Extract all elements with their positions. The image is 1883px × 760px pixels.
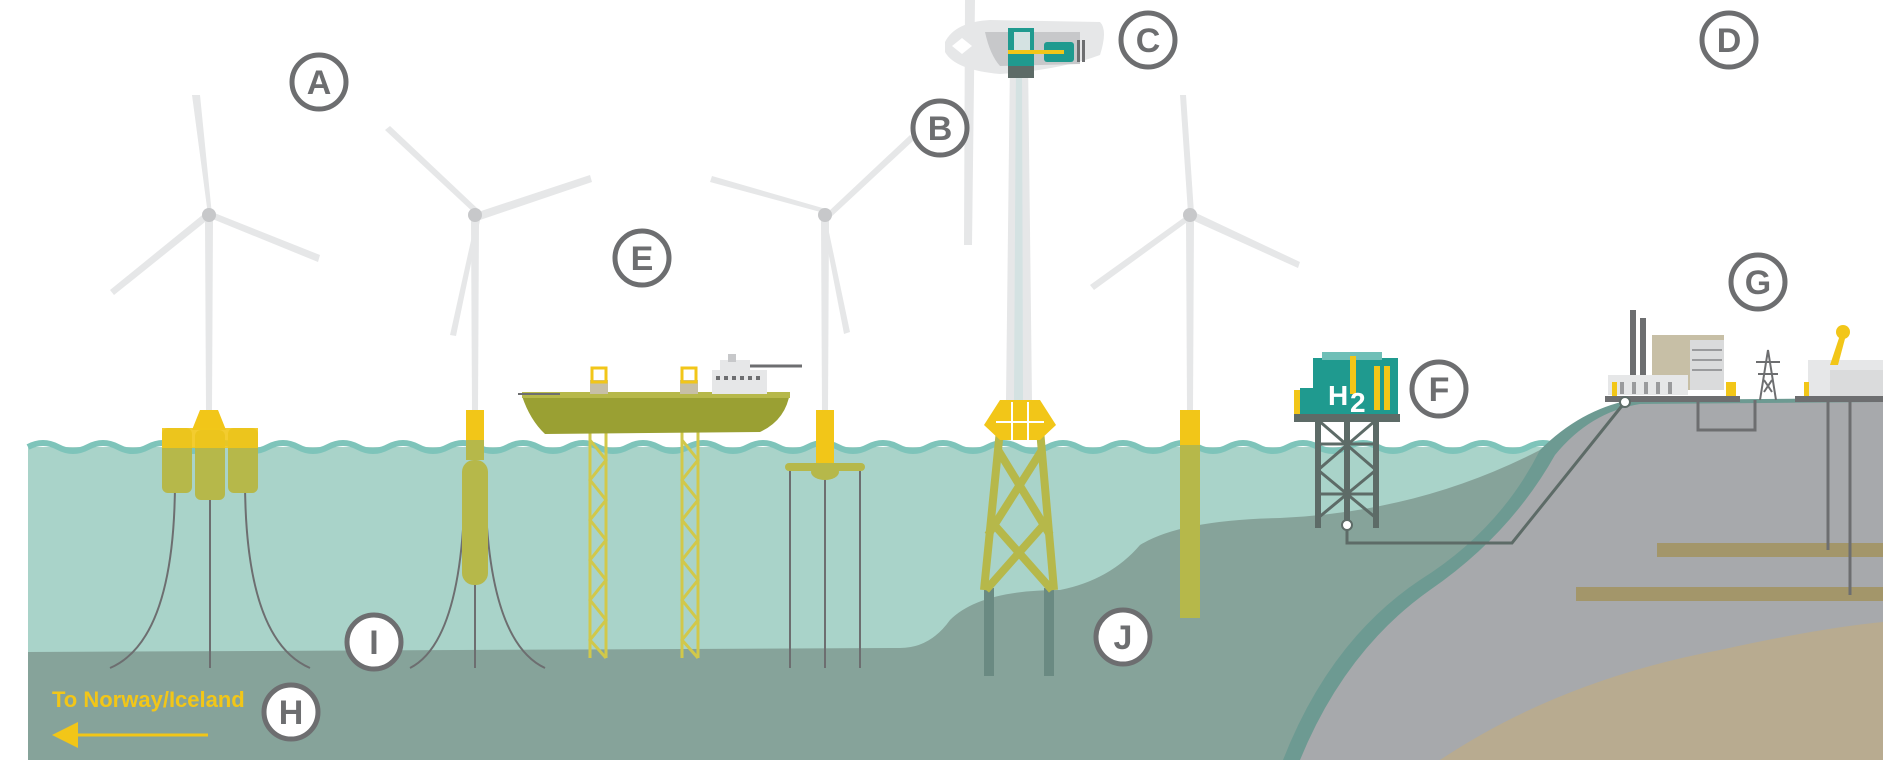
- label-b: B: [910, 98, 970, 158]
- label-e: E: [612, 228, 672, 288]
- turbine-jacket: [945, 0, 1104, 676]
- svg-text:H: H: [279, 694, 304, 732]
- pipeline-node-platform: [1341, 519, 1353, 531]
- label-a: A: [289, 52, 349, 112]
- onshore-facilities: [1605, 310, 1883, 595]
- svg-text:F: F: [1429, 371, 1450, 409]
- hydrogen-platform: H 2: [1294, 352, 1400, 528]
- label-g: G: [1728, 252, 1788, 312]
- svg-text:G: G: [1745, 264, 1771, 302]
- label-c: C: [1118, 10, 1178, 70]
- svg-text:B: B: [928, 110, 953, 148]
- label-f: F: [1409, 359, 1469, 419]
- svg-text:I: I: [369, 624, 378, 662]
- turbine-spar-buoy: [385, 126, 592, 669]
- label-d: D: [1699, 10, 1759, 70]
- h2-symbol: H: [1328, 380, 1348, 411]
- svg-text:J: J: [1114, 619, 1133, 657]
- route-arrow: To Norway/Iceland: [52, 687, 245, 748]
- svg-text:C: C: [1136, 22, 1161, 60]
- export-pipeline: [1345, 401, 1627, 545]
- turbine-tension-leg: [710, 135, 914, 668]
- h2-subscript: 2: [1350, 387, 1366, 418]
- turbine-semi-submersible: [109, 95, 320, 669]
- nacelle: [945, 20, 1104, 78]
- sand-layer: [1440, 622, 1883, 760]
- mooring-lines: [109, 479, 311, 669]
- label-i: I: [344, 612, 404, 672]
- pylon: [1756, 349, 1780, 401]
- svg-text:A: A: [307, 64, 332, 102]
- fpso-vessel: [518, 354, 802, 659]
- label-h: H: [261, 682, 321, 742]
- rock-layer-2: [1576, 587, 1883, 601]
- turbine-monopile: [1090, 95, 1300, 618]
- route-label: To Norway/Iceland: [52, 687, 245, 712]
- coastline-land: [1283, 398, 1883, 760]
- svg-text:E: E: [631, 240, 654, 278]
- svg-text:D: D: [1717, 22, 1742, 60]
- pipeline-node-shore: [1619, 396, 1631, 408]
- label-j: J: [1093, 607, 1153, 667]
